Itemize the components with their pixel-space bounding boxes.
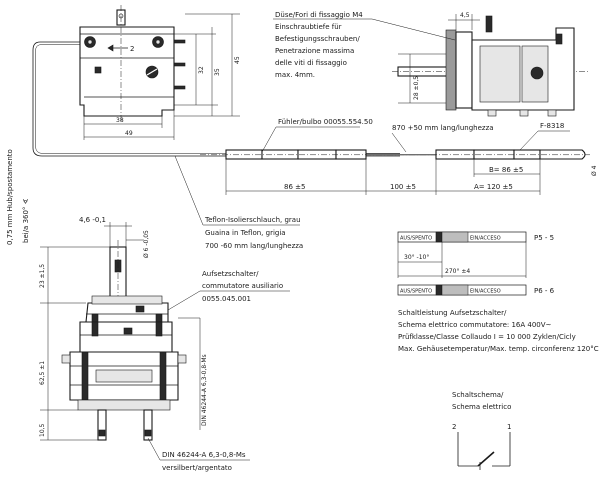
svg-text:Aufsetzschalter/: Aufsetzschalter/ bbox=[202, 270, 259, 278]
dim-86: 86 ±5 bbox=[284, 183, 305, 191]
svg-text:Schema elettrico commutatore:: Schema elettrico commutatore: 16A 400V~ bbox=[398, 321, 552, 329]
aux-switch-note: Aufsetzschalter/ commutatore ausiliario … bbox=[167, 270, 290, 311]
dim-a: A= 120 ±5 bbox=[474, 183, 513, 191]
nozzle-note: Düse/Fori di fissaggio M4 Einschraubtief… bbox=[273, 11, 456, 79]
capillary-bulb bbox=[200, 149, 590, 160]
svg-text:Prüfklasse/Classe Collaudo I: Prüfklasse/Classe Collaudo I = 10 000 Zy… bbox=[398, 333, 576, 341]
svg-text:DIN 46244-A 6,3-0,8-Ms: DIN 46244-A 6,3-0,8-Ms bbox=[201, 354, 208, 426]
dim-100: 100 ±5 bbox=[390, 183, 416, 191]
stroke-note: 0,75 mm Hub/spostamento bei/a 360° ∢ bbox=[6, 149, 30, 245]
p5-on-label: EIN/ACCESO bbox=[470, 236, 501, 242]
angle-30: 30° -10° bbox=[404, 254, 429, 261]
terminal-1-label: 1 bbox=[507, 423, 511, 431]
dim-b: B= 86 ±5 bbox=[489, 166, 523, 174]
dim-4-6: 4,6 -0,1 bbox=[79, 216, 106, 224]
p6-code: P6 - 6 bbox=[534, 287, 555, 295]
terminal-2-label: 2 bbox=[452, 423, 456, 431]
p5-off-label: AUS/SPENTO bbox=[400, 236, 432, 242]
thermostat-aux-view bbox=[61, 240, 187, 441]
svg-text:Schaltleistung Aufsetzschalter: Schaltleistung Aufsetzschalter/ bbox=[398, 309, 507, 317]
dim-62-5: 62,5 ±1 bbox=[39, 361, 46, 385]
angle-270: 270° ±4 bbox=[445, 268, 470, 275]
svg-text:Schaltschema/: Schaltschema/ bbox=[452, 391, 504, 399]
svg-text:700 -60 mm lang/lunghezza: 700 -60 mm lang/lunghezza bbox=[205, 242, 303, 250]
scale-p5: AUS/SPENTO EIN/ACCESO P5 - 5 bbox=[397, 231, 554, 243]
svg-text:commutatore ausiliario: commutatore ausiliario bbox=[202, 282, 283, 290]
length-label: 870 +50 mm lang/lunghezza bbox=[392, 124, 494, 132]
front-view-dimensions: 38 49 32 35 45 bbox=[83, 13, 241, 140]
dim-4-5: 4,5 bbox=[460, 12, 470, 19]
side-view-dimensions: 4,5 28 ±0,5 bbox=[398, 12, 480, 104]
svg-text:bei/a 360° ∢: bei/a 360° ∢ bbox=[22, 198, 30, 243]
svg-text:delle viti di fissaggio: delle viti di fissaggio bbox=[275, 59, 347, 67]
svg-text:Penetrazione massima: Penetrazione massima bbox=[275, 47, 354, 55]
dim-38: 38 bbox=[116, 117, 124, 124]
svg-text:max. 4mm.: max. 4mm. bbox=[275, 71, 315, 79]
p5-code: P5 - 5 bbox=[534, 234, 554, 242]
scale-angles: 30° -10° 270° ±4 bbox=[397, 242, 527, 278]
scale-p6: AUS/SPENTO EIN/ACCESO P6 - 6 bbox=[397, 284, 555, 296]
dim-45: 45 bbox=[234, 56, 241, 64]
bulb-label: Fühler/bulbo 00055.554.50 bbox=[278, 118, 373, 126]
dim-28: 28 ±0,5 bbox=[413, 76, 420, 100]
svg-text:0055.045.001: 0055.045.001 bbox=[202, 295, 251, 303]
svg-text:Einschraubtiefe für: Einschraubtiefe für bbox=[275, 23, 342, 31]
dim-d4: Ø 4 bbox=[591, 165, 598, 176]
p6-off-label: AUS/SPENTO bbox=[400, 289, 432, 295]
dim-23: 23 ±1,5 bbox=[39, 264, 46, 288]
body-mark: 2 bbox=[130, 45, 134, 53]
din-bottom-note: DIN 46244-A 6,3-0,8-Ms versilbert/argent… bbox=[147, 437, 250, 472]
spec-note: Schaltleistung Aufsetzschalter/ Schema e… bbox=[398, 309, 599, 353]
f-label: F-8318 bbox=[540, 122, 564, 130]
teflon-note: Teflon-Isolierschlauch, grau Guaina in T… bbox=[174, 155, 303, 250]
thermostat-front-view: 2 bbox=[32, 5, 230, 157]
aux-view-dimensions: 4,6 -0,1 Ø 6 -0,05 23 ±1,5 62,5 ±1 10,5 bbox=[39, 216, 150, 441]
dim-49: 49 bbox=[125, 130, 133, 137]
capillary-labels: Fühler/bulbo 00055.554.50 870 +50 mm lan… bbox=[225, 118, 598, 195]
svg-text:Max. Gehäusetemperatur/Max. te: Max. Gehäusetemperatur/Max. temp. circon… bbox=[398, 345, 599, 353]
dim-35: 35 bbox=[214, 68, 221, 76]
wiring-schematic: Schaltschema/ Schema elettrico 2 1 bbox=[452, 391, 511, 470]
svg-text:DIN 46244-A 6,3-0,8-Ms: DIN 46244-A 6,3-0,8-Ms bbox=[162, 451, 246, 459]
din-vertical-note: DIN 46244-A 6,3-0,8-Ms bbox=[178, 317, 208, 430]
dim-32: 32 bbox=[198, 66, 205, 74]
p6-on-label: EIN/ACCESO bbox=[470, 289, 501, 295]
dim-10-5: 10,5 bbox=[39, 423, 46, 437]
svg-text:Düse/Fori di fissaggio M4: Düse/Fori di fissaggio M4 bbox=[275, 11, 363, 19]
svg-text:versilbert/argentato: versilbert/argentato bbox=[162, 464, 232, 472]
svg-text:0,75 mm Hub/spostamento: 0,75 mm Hub/spostamento bbox=[6, 149, 14, 245]
svg-text:Teflon-Isolierschlauch, grau: Teflon-Isolierschlauch, grau bbox=[204, 216, 301, 224]
svg-text:Schema elettrico: Schema elettrico bbox=[452, 403, 511, 411]
dim-d6: Ø 6 -0,05 bbox=[143, 230, 150, 258]
svg-text:Guaina in Teflon, grigia: Guaina in Teflon, grigia bbox=[205, 229, 286, 237]
svg-text:Befestigungsschrauben/: Befestigungsschrauben/ bbox=[275, 35, 360, 43]
thermostat-side-view bbox=[392, 15, 590, 117]
